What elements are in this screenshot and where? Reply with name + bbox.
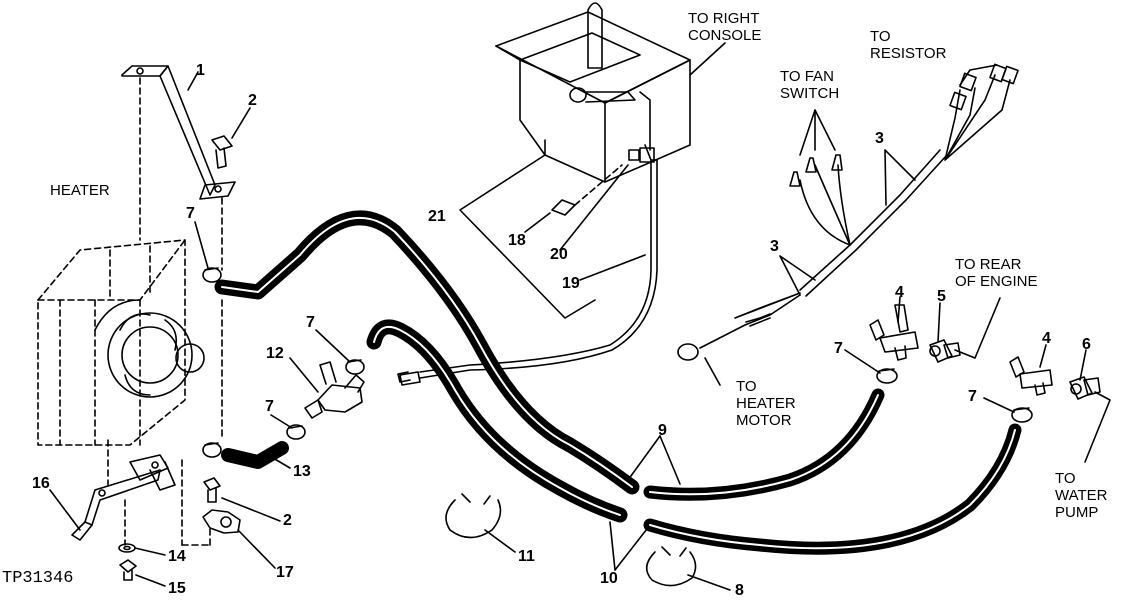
callout-leaders xyxy=(49,71,1087,591)
screw xyxy=(551,164,623,216)
callout-7-center: 7 xyxy=(306,314,315,331)
callout-1: 1 xyxy=(196,62,205,79)
bolt-lower xyxy=(119,559,137,581)
shutoff-valve-12 xyxy=(304,361,365,419)
label-to-heater-motor: TO HEATER MOTOR xyxy=(736,378,796,429)
hose-right-lower xyxy=(643,423,1022,555)
bolt-upper xyxy=(211,135,233,169)
callout-4-upper: 4 xyxy=(895,284,904,301)
cable-sleeve xyxy=(399,371,421,386)
control-cable xyxy=(397,144,658,383)
callout-6: 6 xyxy=(1082,336,1091,353)
tee-valve-lower xyxy=(1009,356,1053,396)
leader-heater-motor xyxy=(704,357,721,386)
callout-11: 11 xyxy=(518,548,535,565)
upper-bracket xyxy=(121,65,236,441)
callout-14: 14 xyxy=(168,548,186,565)
callout-4-lower: 4 xyxy=(1042,330,1051,347)
leader-rear-engine xyxy=(954,297,1001,359)
lower-bracket xyxy=(71,439,211,546)
callout-10: 10 xyxy=(600,570,618,587)
callout-16: 16 xyxy=(32,475,50,492)
callout-20: 20 xyxy=(550,246,568,263)
label-to-resistor: TO RESISTOR xyxy=(870,28,947,62)
spring-clamp-8 xyxy=(645,546,697,587)
hose-right-upper xyxy=(643,388,885,501)
leader-resistor xyxy=(959,64,998,86)
washer xyxy=(118,543,136,553)
callout-17: 17 xyxy=(276,564,294,581)
leader-3-upper xyxy=(884,149,916,206)
callout-13: 13 xyxy=(293,463,311,480)
callout-3-upper: 3 xyxy=(875,130,884,147)
leader-water-pump xyxy=(1084,391,1111,463)
wire-harness xyxy=(677,63,1019,361)
hose-clamp-heater-upper xyxy=(202,267,222,283)
adapter-fitting-5 xyxy=(929,339,961,363)
label-to-water-pump: TO WATER PUMP xyxy=(1055,470,1108,521)
leader-fan-switch xyxy=(799,109,836,156)
callout-5: 5 xyxy=(937,288,946,305)
spring-clamp-11 xyxy=(445,493,502,539)
hose-upper-long xyxy=(214,210,640,495)
leader-21 xyxy=(459,154,596,319)
callout-7-heater: 7 xyxy=(186,205,195,222)
hose-clamp-right-lower xyxy=(1011,407,1033,423)
leader-3-lower xyxy=(779,255,816,296)
adapter-fitting-6 xyxy=(1069,376,1101,400)
heater-core xyxy=(37,239,186,446)
heater-fan-housing xyxy=(94,299,205,398)
bolt-mid xyxy=(203,477,221,503)
callout-19: 19 xyxy=(562,275,580,292)
hose-clamp-center xyxy=(345,359,365,375)
p-clamp-17 xyxy=(202,509,241,534)
label-heater: HEATER xyxy=(50,182,110,199)
figure-id: TP31346 xyxy=(2,569,74,588)
label-to-rear-of-engine: TO REAR OF ENGINE xyxy=(955,256,1038,290)
callout-7-right-upper: 7 xyxy=(834,340,843,357)
hose-lower-long xyxy=(366,319,628,523)
callout-7-valve: 7 xyxy=(265,398,274,415)
callout-8: 8 xyxy=(735,582,744,599)
callout-12: 12 xyxy=(266,345,284,362)
tee-valve-upper xyxy=(869,304,919,361)
right-console-box xyxy=(495,2,726,183)
label-to-right-console: TO RIGHT CONSOLE xyxy=(688,10,762,44)
callout-7-right-lower: 7 xyxy=(968,388,977,405)
callout-21: 21 xyxy=(428,208,446,225)
callout-15: 15 xyxy=(168,580,186,597)
label-to-fan-switch: TO FAN SWITCH xyxy=(780,68,840,102)
callout-2-upper: 2 xyxy=(248,92,257,109)
hose-heater-valve-short xyxy=(221,441,289,469)
callout-3-lower: 3 xyxy=(770,238,779,255)
hose-clamp-heater-lower xyxy=(202,442,222,458)
callout-18: 18 xyxy=(508,232,526,249)
callout-2-lower: 2 xyxy=(283,512,292,529)
callout-9: 9 xyxy=(658,422,667,439)
hose-clamp-right-upper xyxy=(876,368,898,384)
